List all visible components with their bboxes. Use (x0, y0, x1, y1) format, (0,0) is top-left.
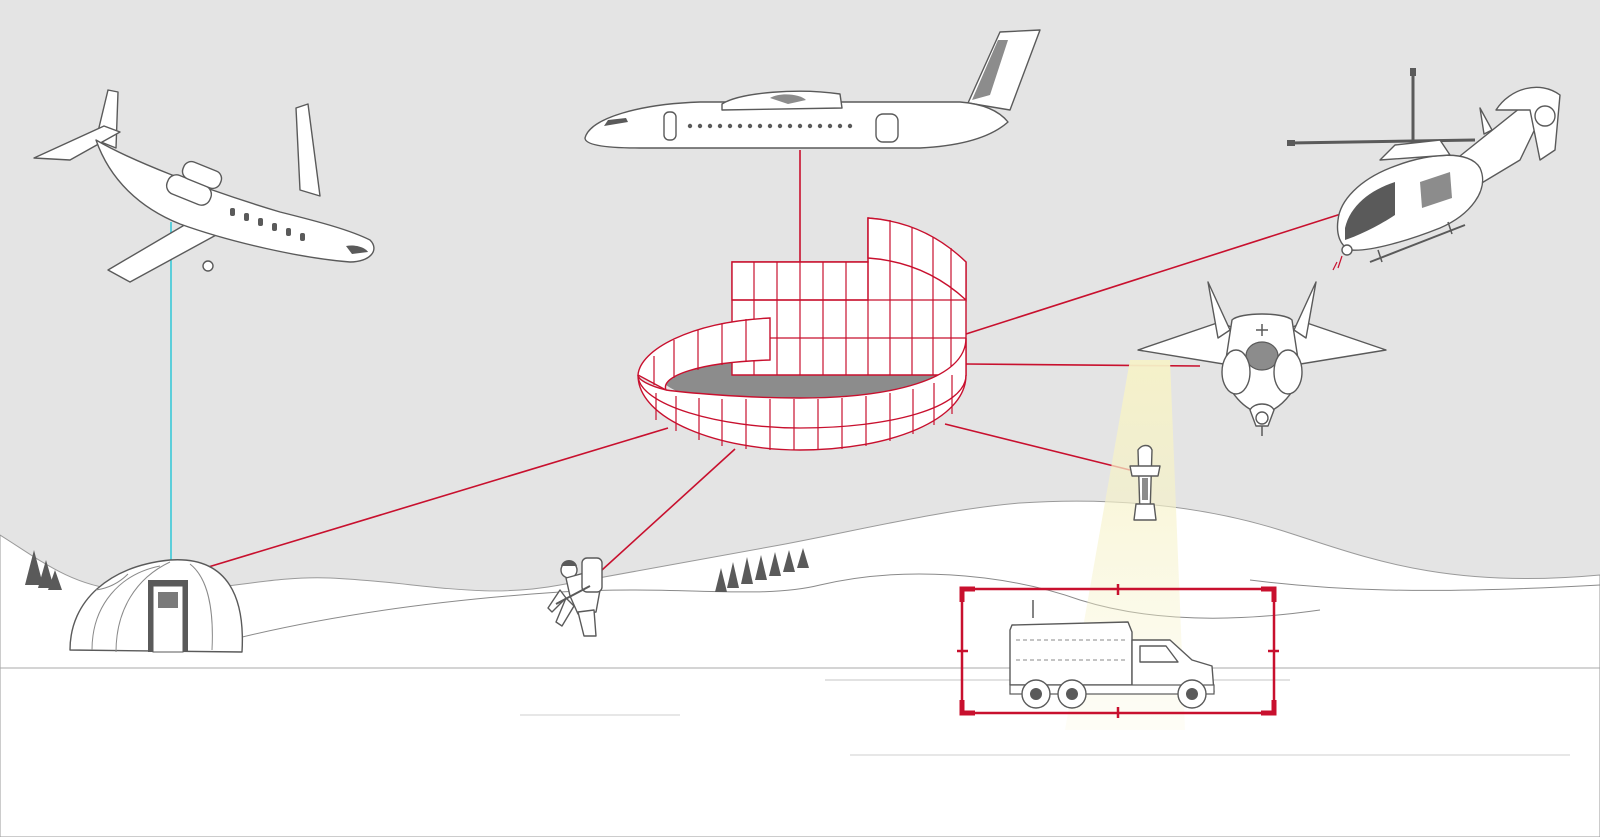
link-helicopter (965, 212, 1345, 335)
hill-contour-2 (1249, 579, 1600, 591)
armored-truck-icon (1009, 600, 1215, 709)
fighter-jet-icon (1137, 281, 1387, 436)
link-shelter (204, 427, 669, 569)
target-reticle-icon (957, 584, 1279, 718)
link-munition (944, 423, 1131, 471)
kneeling-soldier-icon (547, 557, 603, 637)
data-hub-cylinder-icon (637, 217, 967, 451)
business-jet-icon (33, 89, 375, 283)
link-soldier (601, 448, 736, 571)
dome-shelter-icon (69, 559, 244, 653)
network-links (204, 150, 1345, 571)
turboprop-airliner-icon (584, 29, 1041, 149)
helicopter-icon (1287, 68, 1561, 271)
guided-munition-icon (1129, 444, 1161, 521)
pine-trees-icon (25, 548, 809, 592)
